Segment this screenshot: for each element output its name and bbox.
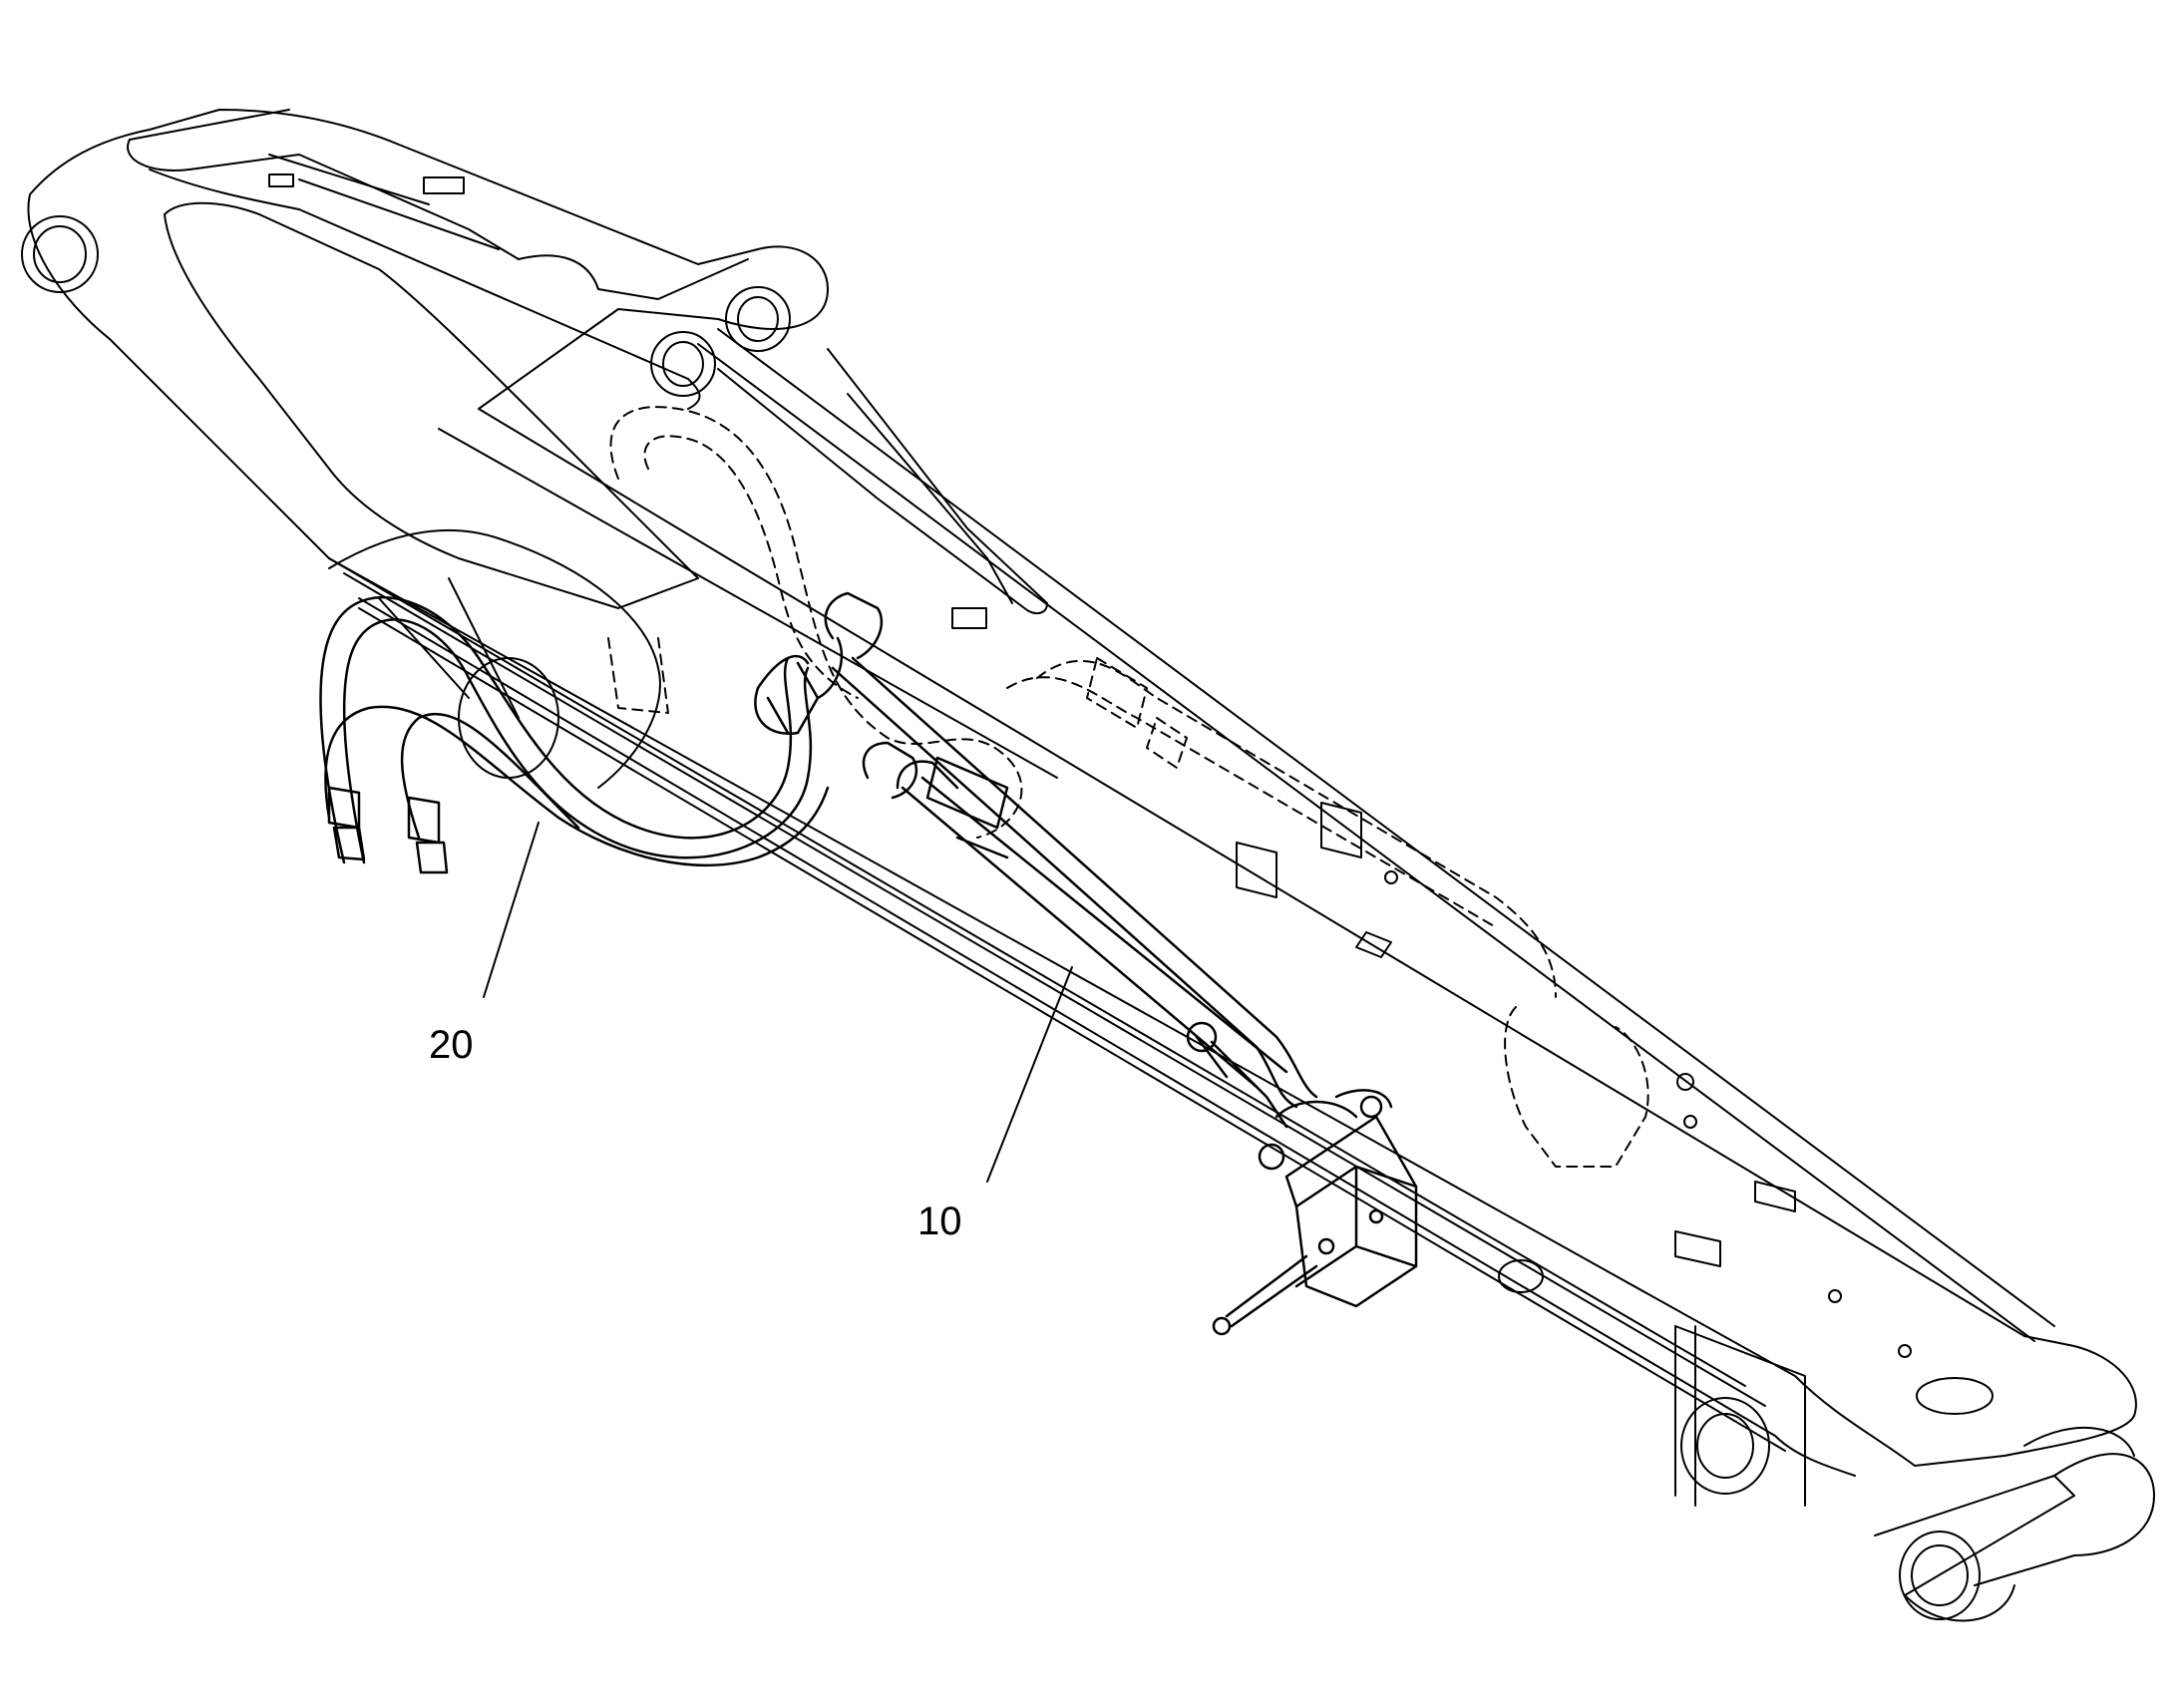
callout-label-20: 20 [429,1023,474,1067]
hose-assembly-20 [319,595,844,874]
callout-label-10: 10 [917,1199,962,1243]
leader-line-10 [986,966,1073,1183]
pipe-valve-assembly-10 [824,591,1418,1336]
hidden-hose-routing [607,406,1649,1168]
boom-body [21,109,2155,1622]
leader-line-20 [483,822,540,998]
leader-lines [483,822,1073,1183]
